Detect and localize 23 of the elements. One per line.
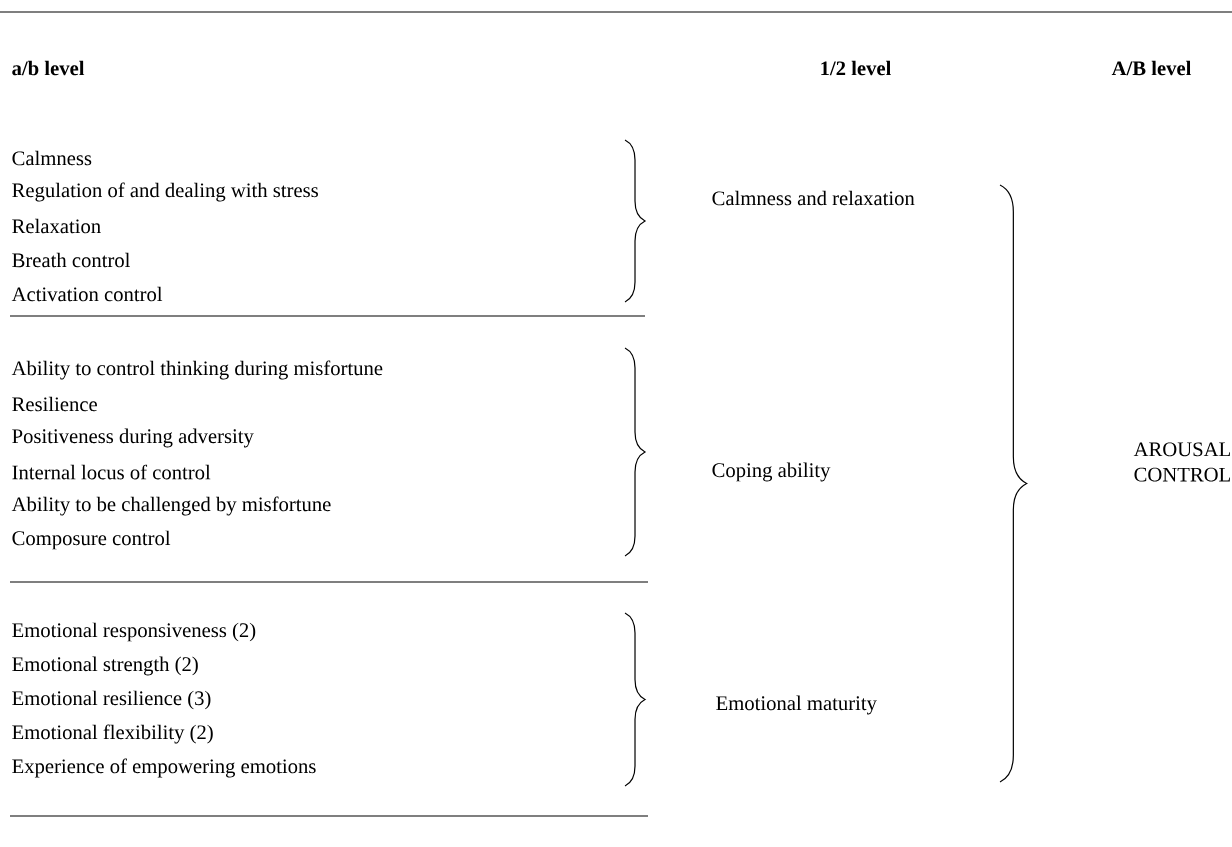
item-text: Calmness — [12, 150, 92, 166]
group-name: Coping ability — [712, 462, 831, 482]
item-text: Ability to be challenged by misfortune — [11, 496, 331, 516]
group-name: Emotional maturity — [716, 695, 877, 715]
item-text: Emotional strength (2) — [12, 656, 198, 676]
item-text: Internal locus of control — [12, 464, 211, 480]
column-header: 1/2 level — [821, 60, 891, 76]
item-text: Activation control — [11, 286, 163, 302]
item-text: Emotional flexibility (2) — [12, 724, 213, 744]
item-text: Breath control — [12, 252, 130, 268]
item-text: Experience of empowering emotions — [12, 758, 316, 778]
item-text: Relaxation — [12, 218, 101, 234]
item-text: Emotional resilience (3) — [12, 690, 211, 710]
item-text: Composure control — [12, 530, 171, 550]
item-text: Ability to control thinking during misfortune — [11, 360, 383, 380]
item-text: Resilience — [12, 396, 97, 412]
item-text: Emotional responsiveness (2) — [12, 622, 256, 642]
item-text: Regulation of and dealing with stress — [12, 182, 318, 202]
group-name: Calmness and relaxation — [712, 190, 915, 206]
column-header: a/b level — [12, 60, 85, 76]
category-name: AROUSAL CONTROL — [1133, 442, 1230, 482]
column-header: A/B level — [1111, 60, 1192, 76]
item-text: Positiveness during adversity — [12, 428, 254, 448]
